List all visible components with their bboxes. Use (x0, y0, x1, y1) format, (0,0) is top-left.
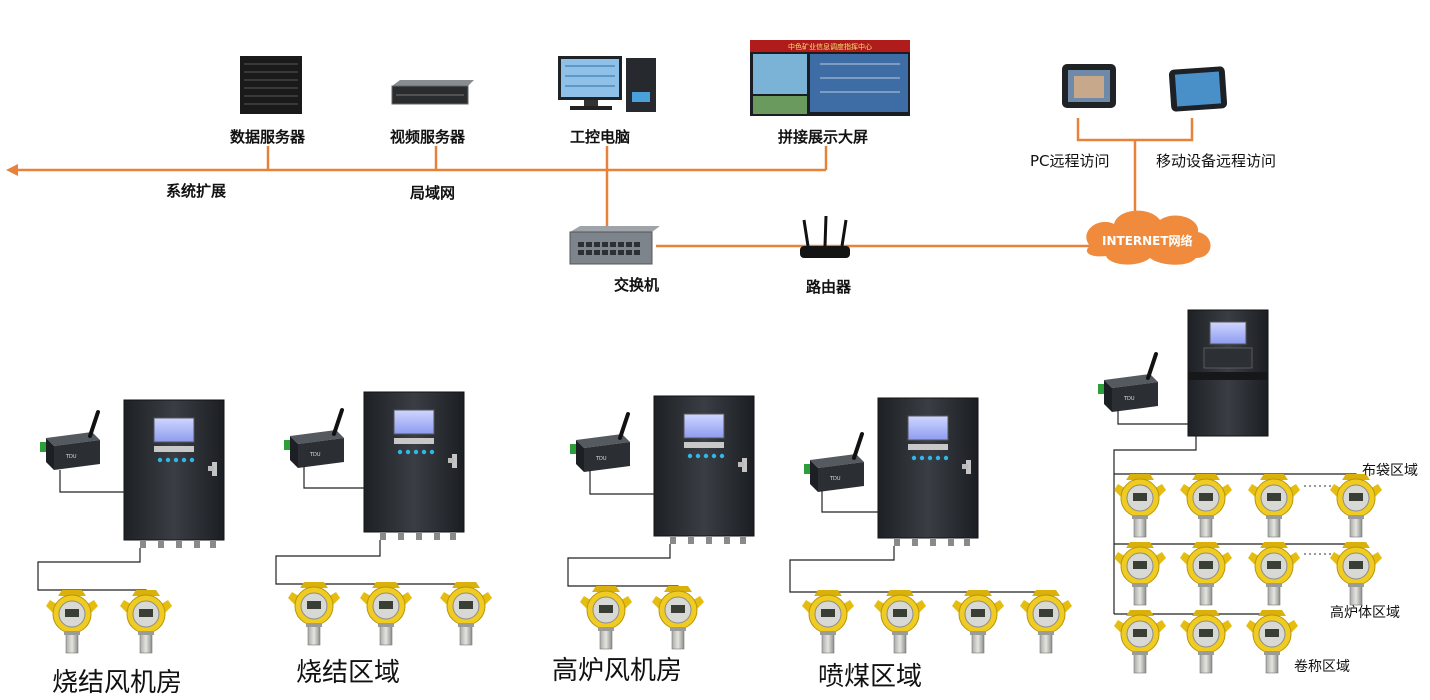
video-server-icon (391, 80, 474, 105)
mobile-device-icon (1168, 66, 1228, 112)
system-expansion-label: 系统扩展 (166, 182, 227, 200)
dtu-2 (282, 408, 346, 470)
internet-cloud-icon (1086, 210, 1211, 265)
router-icon (800, 215, 850, 258)
area-label-3: 高炉风机房 (552, 656, 683, 686)
data-server-icon (240, 56, 302, 114)
controller-3 (653, 395, 755, 545)
dtu-4 (802, 432, 866, 494)
zone-label-c: 卷称区域 (1294, 659, 1350, 675)
industrial-pc-icon (558, 56, 656, 112)
video-wall-banner: 中色矿业信息调度指挥中心 (788, 42, 872, 51)
controller-5 (1187, 309, 1269, 437)
lan-label: 局域网 (410, 184, 456, 202)
controller-4 (877, 397, 979, 547)
ipc-label: 工控电脑 (570, 128, 631, 146)
zone-label-b: 高炉体区域 (1330, 605, 1400, 621)
controller-2 (363, 391, 465, 541)
router-label: 路由器 (806, 278, 852, 296)
data-server-label: 数据服务器 (230, 128, 306, 146)
lan-bus (14, 118, 1194, 248)
dtu-3 (568, 412, 632, 474)
switch-icon (569, 226, 660, 265)
area-label-4: 喷煤区域 (818, 662, 923, 692)
internet-label: INTERNET网络 (1102, 234, 1193, 248)
mobile-remote-label: 移动设备远程访问 (1156, 152, 1277, 170)
pc-terminal-icon (1062, 64, 1116, 108)
area-label-1: 烧结风机房 (52, 668, 183, 698)
dtu-1 (38, 410, 102, 472)
video-wall-icon: 中色矿业信息调度指挥中心 (750, 40, 910, 116)
area-label-2: 烧结区域 (296, 658, 401, 688)
arrow-left-icon (6, 164, 18, 176)
controller-1 (123, 399, 225, 549)
dtu-5 (1096, 352, 1160, 414)
video-wall-label: 拼接展示大屏 (778, 128, 869, 146)
video-server-label: 视频服务器 (390, 128, 466, 146)
pc-remote-label: PC远程访问 (1030, 152, 1110, 170)
zone-label-a: 布袋区域 (1362, 463, 1418, 479)
switch-label: 交换机 (614, 276, 660, 294)
